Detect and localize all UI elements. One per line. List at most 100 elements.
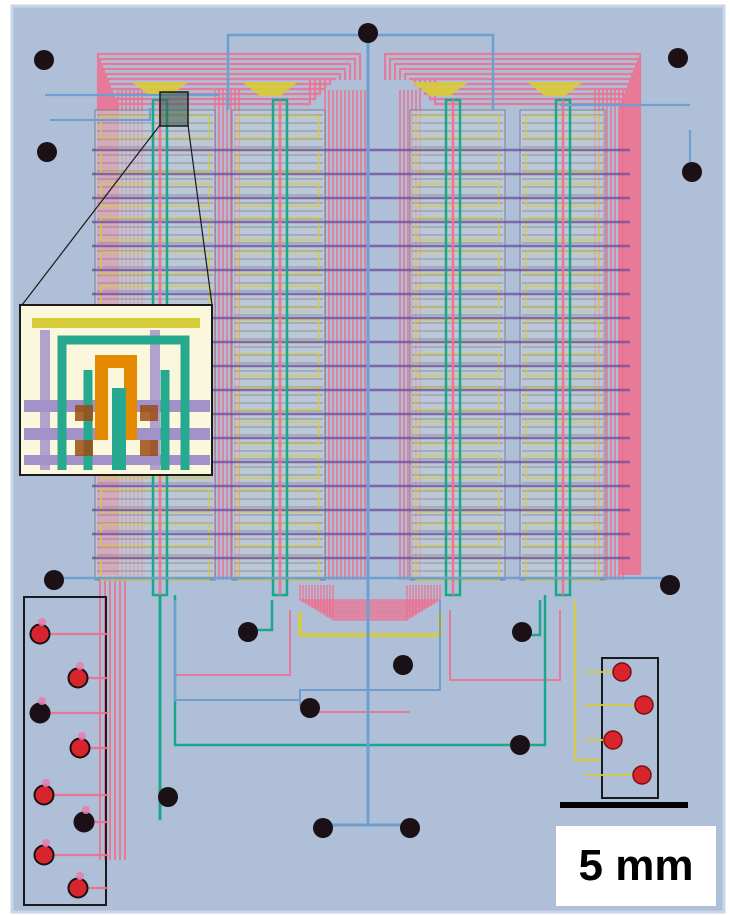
flow-channel-bottom-funnel	[317, 585, 423, 612]
flow-channel-bottom-funnel	[332, 585, 408, 621]
flow-channel-bottom-funnel	[302, 585, 438, 603]
inset-teal-center	[112, 388, 126, 470]
sample-inlet-box	[23, 596, 107, 906]
inset-overlap-spot	[75, 405, 93, 421]
sample-droplet	[38, 618, 46, 626]
zoom-leader-line	[187, 124, 213, 306]
valve-block	[415, 455, 500, 479]
zoom-source-box	[159, 91, 189, 127]
flow-channel-top-right	[388, 57, 640, 575]
valve-block	[415, 387, 500, 411]
ports	[23, 23, 702, 906]
fluid-port	[300, 698, 320, 718]
sample-droplet	[38, 697, 46, 705]
fluid-port	[660, 575, 680, 595]
scale-bar-label: 5 mm	[556, 826, 716, 906]
fluid-port	[512, 622, 532, 642]
sample-inlet-port	[69, 737, 91, 759]
valve-block	[415, 251, 500, 275]
valve-block	[237, 251, 320, 275]
valve-block	[237, 489, 320, 513]
flow-channel-top-right	[408, 77, 632, 575]
sample-droplet	[76, 872, 84, 880]
zoom-leader-line	[21, 124, 161, 306]
sample-inlet-port	[29, 702, 51, 724]
inset-overlap-spot	[75, 440, 93, 456]
flow-channel-top-right	[398, 67, 636, 575]
valve-block	[237, 183, 320, 207]
sample-inlet-port	[33, 784, 55, 806]
sample-droplet	[42, 779, 50, 787]
sample-droplet	[78, 732, 86, 740]
reagent-inlet-port	[634, 695, 654, 715]
zoom-inset	[19, 91, 213, 476]
valve-block	[415, 115, 500, 139]
fluid-port	[393, 655, 413, 675]
blue-channel-left-loop	[174, 600, 300, 701]
sample-inlet-port	[67, 877, 89, 899]
fluid-port	[313, 818, 333, 838]
flow-channel-bottom-funnel	[323, 585, 417, 616]
flow-channel-top-right	[393, 62, 638, 575]
valve-manifold-top	[242, 82, 298, 96]
valve-block	[415, 489, 500, 513]
valve-block	[237, 217, 320, 241]
fluid-port	[238, 622, 258, 642]
valve-line-right	[573, 600, 600, 762]
chamber-column	[409, 109, 506, 581]
valve-block	[415, 285, 500, 309]
blue-control-channels	[45, 33, 692, 827]
flow-channel-bottom-funnel	[326, 585, 414, 618]
flow-channel-bottom-funnel	[329, 585, 411, 619]
sample-droplet	[42, 839, 50, 847]
valve-block	[237, 115, 320, 139]
fluid-port	[510, 735, 530, 755]
flow-channel-bottom-funnel	[299, 585, 441, 601]
fluid-port	[400, 818, 420, 838]
inset-overlap-spot	[140, 405, 158, 421]
inset-purple-column	[150, 330, 160, 470]
sample-inlet-port	[33, 844, 55, 866]
fluid-port	[37, 142, 57, 162]
fluid-port	[682, 162, 702, 182]
sample-droplet	[82, 806, 90, 814]
valve-block	[415, 183, 500, 207]
fluid-port	[358, 23, 378, 43]
valve-manifold-top	[527, 82, 583, 96]
blue-channel-top-left	[226, 33, 368, 110]
valve-block	[237, 421, 320, 445]
fluid-port	[34, 50, 54, 70]
valve-block	[237, 285, 320, 309]
reagent-inlet-box	[601, 657, 659, 799]
reagent-inlet-port	[632, 765, 652, 785]
teal-stub-left	[255, 600, 274, 632]
fluid-port	[158, 787, 178, 807]
valve-block	[100, 183, 210, 207]
valve-block	[237, 455, 320, 479]
sample-inlet-port	[29, 623, 51, 645]
sample-inlet-port	[67, 667, 89, 689]
valve-block	[100, 251, 210, 275]
valve-block	[100, 115, 210, 139]
flow-channel-bottom-funnel	[308, 585, 432, 607]
inset-yellow-bar	[32, 318, 200, 328]
blue-channel-left-2	[50, 108, 152, 122]
valve-block	[415, 217, 500, 241]
inset-teal-channel	[57, 335, 190, 470]
sample-inlet-port	[73, 811, 95, 833]
flow-channel-lower-loop-right	[449, 610, 561, 681]
valve-block	[415, 421, 500, 445]
valve-manifold-top	[412, 82, 468, 96]
valve-block	[100, 217, 210, 241]
valve-block	[237, 387, 320, 411]
flow-channel-bottom-funnel	[305, 585, 435, 605]
flow-channel-bottom-funnel	[314, 585, 426, 610]
sample-droplet	[76, 662, 84, 670]
flow-channel-top-right	[383, 52, 642, 575]
fluid-port	[668, 48, 688, 68]
flow-channel-top-right	[403, 72, 634, 575]
valve-block	[100, 489, 210, 513]
flow-channel-bottom-funnel	[311, 585, 429, 609]
